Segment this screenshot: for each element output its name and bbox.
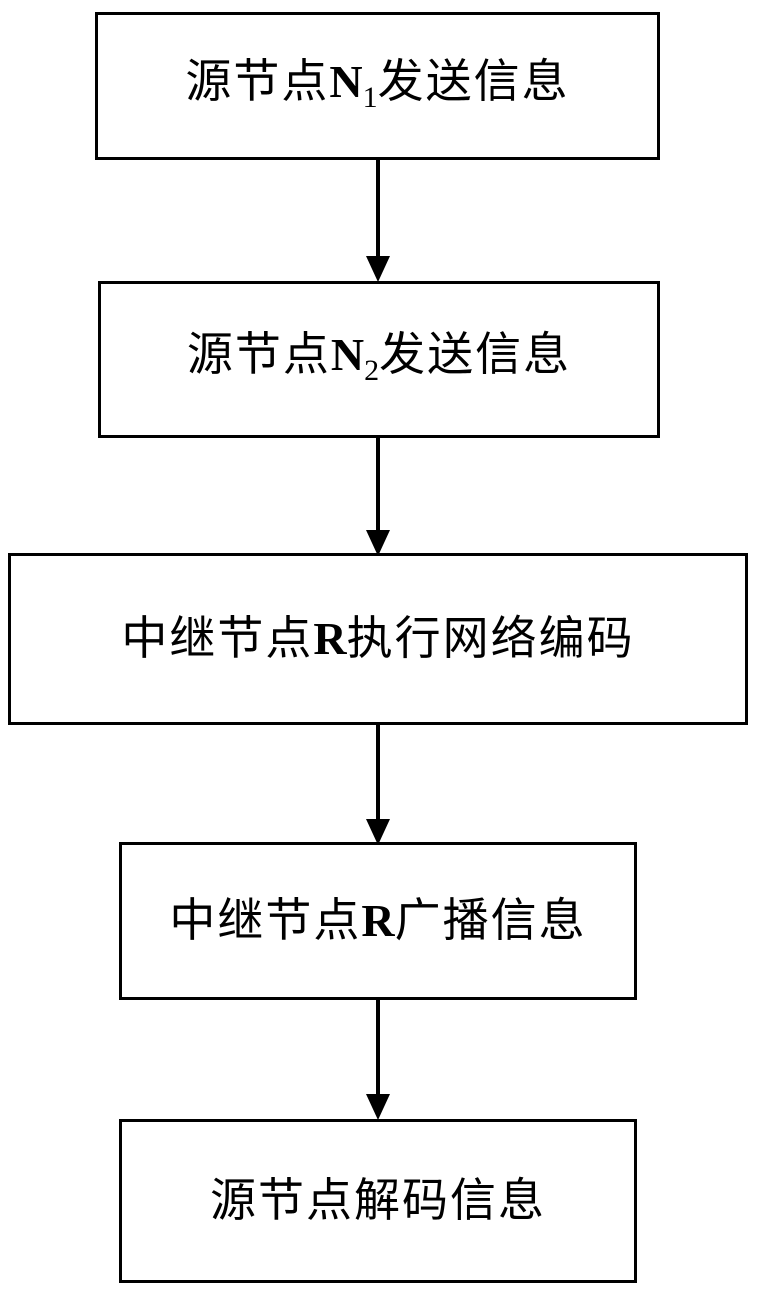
flow-node-source-decode[interactable]: 源节点解码信息 <box>119 1119 637 1283</box>
flow-arrow-1-to-2 <box>366 158 390 282</box>
flow-node-source-n1[interactable]: 源节点N1发送信息 <box>95 12 660 160</box>
arrowhead-icon <box>366 530 390 556</box>
flow-node-relay-encode[interactable]: 中继节点R执行网络编码 <box>8 553 748 725</box>
node-2-text-symbol: N <box>330 329 365 381</box>
flow-node-source-n2[interactable]: 源节点N2发送信息 <box>98 281 660 438</box>
arrowhead-icon <box>366 1094 390 1120</box>
arrowhead-icon <box>366 819 390 845</box>
node-2-text-suffix: 发送信息 <box>379 329 572 381</box>
node-2-text-subscript: 2 <box>364 354 380 388</box>
node-3-text-suffix: 执行网络编码 <box>346 613 635 664</box>
arrowhead-icon <box>366 256 390 282</box>
flow-node-label: 源节点解码信息 <box>210 1175 546 1226</box>
node-4-text-symbol: R <box>361 895 395 946</box>
flow-arrow-4-to-5 <box>366 998 390 1120</box>
flow-node-label: 源节点N2发送信息 <box>187 332 571 386</box>
node-3-text-prefix: 中继节点 <box>121 613 314 664</box>
node-1-text-prefix: 源节点 <box>185 55 330 107</box>
node-4-text-prefix: 中继节点 <box>169 895 362 946</box>
node-1-text-symbol: N <box>329 55 363 107</box>
flow-node-relay-broadcast[interactable]: 中继节点R广播信息 <box>119 842 637 1000</box>
flow-arrow-2-to-3 <box>366 436 390 556</box>
node-1-text-subscript: 1 <box>362 81 378 115</box>
flow-node-label: 中继节点R执行网络编码 <box>121 616 634 662</box>
flow-node-label: 源节点N1发送信息 <box>185 55 570 115</box>
node-3-text-symbol: R <box>313 613 347 664</box>
flow-node-label: 中继节点R广播信息 <box>169 898 586 944</box>
node-2-text-prefix: 源节点 <box>186 329 331 381</box>
node-1-text-suffix: 发送信息 <box>377 55 570 107</box>
node-4-text-suffix: 广播信息 <box>394 895 587 946</box>
flow-arrow-3-to-4 <box>366 723 390 845</box>
